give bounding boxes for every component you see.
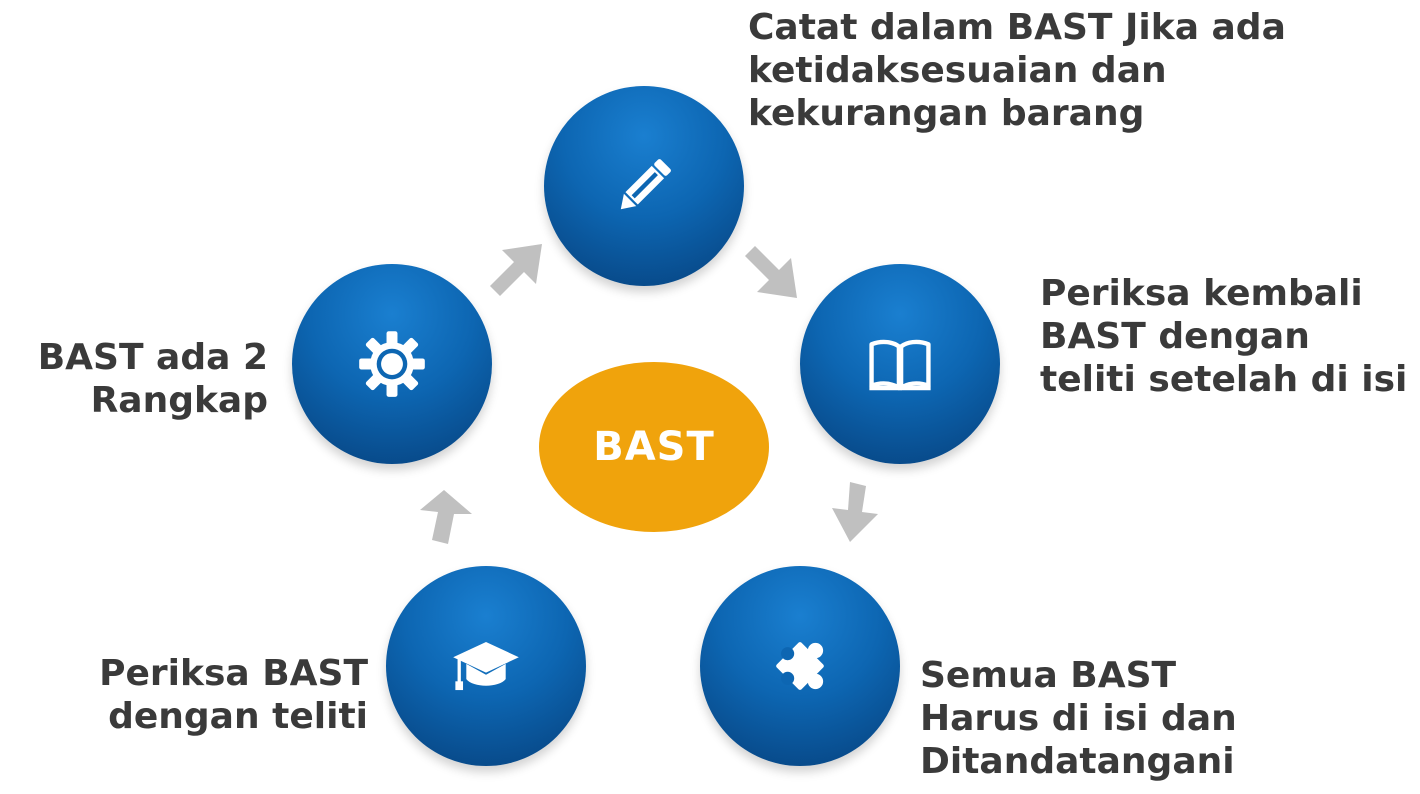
node-pencil	[544, 86, 744, 286]
node-gear	[292, 264, 492, 464]
puzzle-icon	[776, 642, 824, 690]
book-icon	[869, 339, 931, 391]
arrow-pencil-to-book	[745, 246, 797, 298]
pencil-icon	[620, 159, 671, 210]
center-node: BAST	[539, 362, 769, 532]
node-puzzle	[700, 566, 900, 766]
label-puzzle: Semua BAST Harus di isi dan Ditandatanga…	[920, 655, 1237, 783]
gear-icon	[359, 331, 425, 397]
arrow-book-to-puzzle	[832, 482, 878, 542]
label-book: Periksa kembali BAST dengan teliti setel…	[1040, 273, 1408, 401]
label-graduation-cap: Periksa BAST dengan teliti	[99, 653, 368, 738]
center-label: BAST	[593, 424, 715, 470]
node-book	[800, 264, 1000, 464]
label-gear: BAST ada 2 Rangkap	[37, 337, 268, 422]
node-graduation-cap	[386, 566, 586, 766]
graduation-cap-icon	[453, 641, 519, 691]
arrow-cap-to-gear	[420, 490, 472, 544]
arrow-gear-to-pencil	[490, 244, 542, 296]
label-pencil: Catat dalam BAST Jika ada ketidaksesuaia…	[748, 7, 1286, 135]
